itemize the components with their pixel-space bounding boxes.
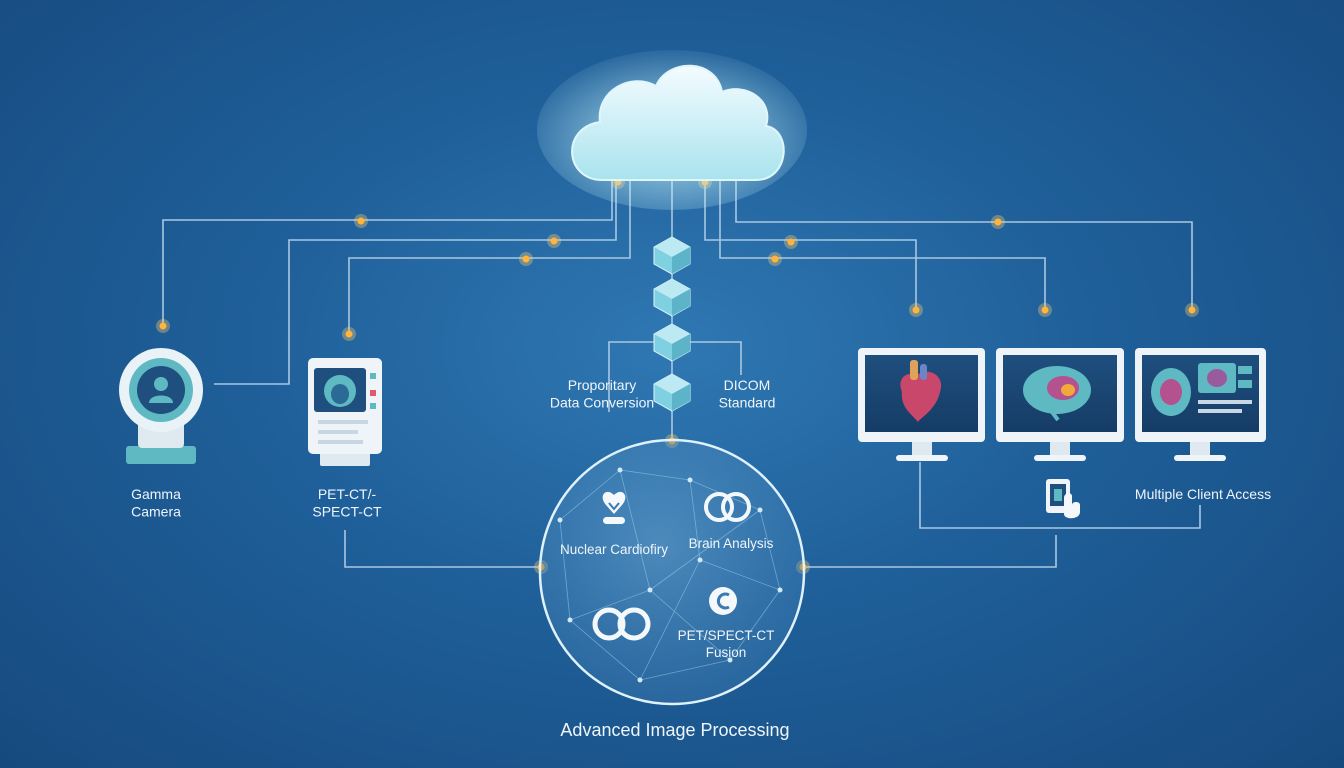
monitor-multiview [1135, 348, 1266, 461]
fusion-icon [709, 587, 737, 615]
fusion-rings-icon [592, 607, 651, 641]
brain-analysis-icon [704, 492, 751, 522]
gamma-camera-icon [119, 348, 203, 464]
module-brain-analysis-label: Brain Analysis [689, 536, 774, 551]
processing-title: Advanced Image Processing [560, 720, 789, 740]
cube-icon [653, 236, 691, 275]
monitor-heart [858, 348, 985, 461]
connection-lines [162, 180, 1201, 568]
cube-icon [653, 278, 691, 317]
pet-spect-ct-label: PET-CT/-SPECT-CT [312, 486, 382, 520]
processing-sphere [538, 438, 806, 706]
brain-organ-icon [1023, 366, 1091, 422]
data-cubes [653, 236, 691, 412]
module-nuclear-cardiology-label: Nuclear Cardiofiry [560, 542, 668, 557]
cube-icon [653, 323, 691, 362]
pet-ct-scanner-icon [308, 358, 382, 466]
cloud-icon [537, 50, 807, 210]
cube-icon [653, 373, 691, 412]
heart-icon [602, 491, 626, 524]
multiple-client-access-label: Multiple Client Access [1135, 486, 1271, 502]
heart-organ-icon [900, 360, 942, 422]
monitor-brain [996, 348, 1124, 461]
mobile-tap-icon [1046, 479, 1080, 519]
